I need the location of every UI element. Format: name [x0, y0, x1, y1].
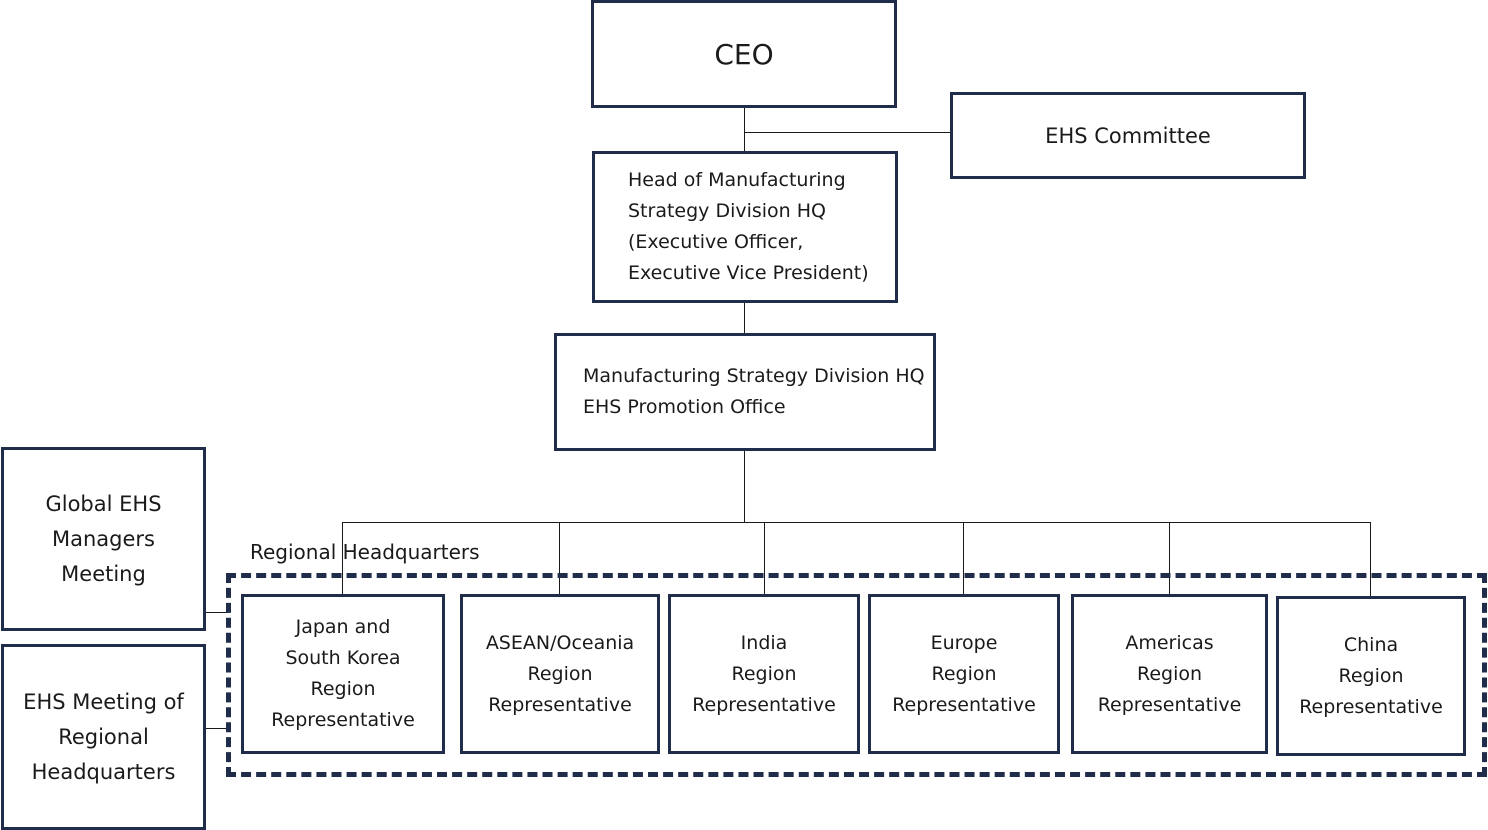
- head-line: (Executive Officer,: [628, 231, 804, 253]
- region-line: Representative: [1097, 693, 1242, 716]
- region-americas: Americas Region Representative: [1071, 594, 1268, 754]
- global-meeting-line: Managers: [52, 526, 155, 551]
- region-china: China Region Representative: [1276, 596, 1466, 756]
- head-line: Head of Manufacturing: [628, 169, 846, 191]
- office-line: EHS Promotion Office: [583, 396, 786, 418]
- region-line: Region: [527, 662, 593, 685]
- region-line: Representative: [892, 693, 1036, 716]
- global-ehs-managers-meeting-box: Global EHS Managers Meeting: [1, 447, 206, 631]
- global-meeting-line: Global EHS: [45, 491, 162, 516]
- connector-region-3: [764, 522, 765, 596]
- connector-head-office: [744, 301, 745, 335]
- global-meeting-line: Meeting: [61, 561, 146, 586]
- region-line: Representative: [692, 693, 836, 716]
- ehs-promotion-office-box: Manufacturing Strategy Division HQ EHS P…: [554, 333, 936, 451]
- region-japan-south-korea: Japan and South Korea Region Representat…: [241, 594, 445, 754]
- region-line: Region: [1338, 664, 1404, 687]
- connector-regions-horizontal: [342, 522, 1371, 523]
- regional-meeting-line: Headquarters: [31, 759, 176, 784]
- regional-meeting-line: EHS Meeting of: [23, 689, 184, 714]
- connector-office-regions: [744, 449, 745, 522]
- region-line: ASEAN/Oceania: [485, 631, 635, 654]
- connector-ceo-head: [744, 106, 745, 153]
- regional-meeting-line: Regional: [58, 724, 149, 749]
- region-asean-oceania: ASEAN/Oceania Region Representative: [460, 594, 660, 754]
- region-line: Representative: [488, 693, 632, 716]
- connector-region-1: [342, 522, 343, 596]
- region-line: Representative: [1299, 695, 1443, 718]
- region-line: Region: [731, 662, 797, 685]
- connector-regional-meeting: [204, 728, 228, 729]
- region-line: Region: [1136, 662, 1203, 685]
- region-line: China: [1343, 633, 1399, 656]
- region-line: India: [740, 631, 788, 654]
- regional-headquarters-label: Regional Headquarters: [250, 540, 480, 564]
- region-line: Region: [931, 662, 997, 685]
- ehs-committee-box: EHS Committee: [950, 92, 1306, 179]
- region-europe: Europe Region Representative: [868, 594, 1060, 754]
- region-line: Representative: [271, 709, 415, 731]
- connector-region-2: [559, 522, 560, 596]
- region-line: South Korea: [285, 647, 401, 669]
- office-line: Manufacturing Strategy Division HQ: [583, 365, 925, 387]
- ceo-label: CEO: [714, 37, 774, 71]
- head-of-manufacturing-box: Head of Manufacturing Strategy Division …: [592, 151, 898, 303]
- regional-headquarters-group: [226, 573, 1487, 777]
- region-line: Americas: [1125, 631, 1214, 654]
- head-line: Strategy Division HQ: [628, 200, 827, 222]
- head-line: Executive Vice President): [628, 262, 869, 284]
- connector-region-4: [963, 522, 964, 596]
- region-india: India Region Representative: [668, 594, 860, 754]
- ehs-committee-label: EHS Committee: [1045, 123, 1211, 148]
- regional-hq-meeting-box: EHS Meeting of Regional Headquarters: [1, 644, 206, 830]
- connector-region-6: [1370, 522, 1371, 598]
- region-line: Region: [310, 678, 376, 700]
- connector-committee: [744, 132, 951, 133]
- region-line: Europe: [930, 631, 998, 654]
- region-line: Japan and: [295, 616, 391, 638]
- connector-global-meeting: [204, 612, 228, 613]
- ceo-box: CEO: [591, 0, 897, 108]
- connector-region-5: [1169, 522, 1170, 596]
